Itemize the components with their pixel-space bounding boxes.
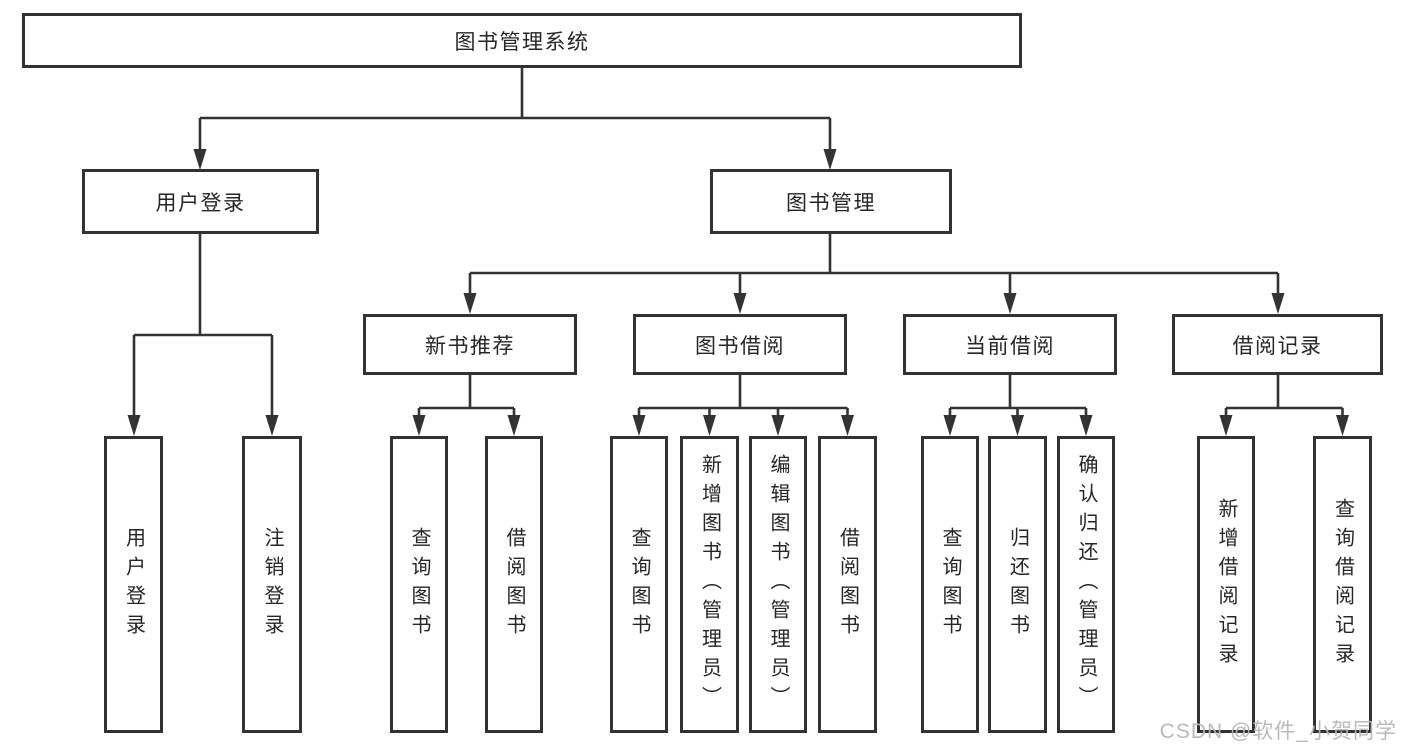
node-library-system: 图书管理系统	[22, 13, 1022, 68]
leaf-borrow-borrow-books: 借阅图书	[818, 436, 877, 733]
leaf-current-query-books-label: 查询图书	[939, 526, 961, 643]
node-new-book-recommend-label: 新书推荐	[425, 334, 515, 358]
leaf-current-confirm-return-admin: 确认归还（管理员）	[1057, 436, 1115, 733]
node-user-login: 用户登录	[82, 169, 319, 234]
leaf-recommend-query-books-label: 查询图书	[408, 526, 430, 643]
edge-root-to-level2	[193, 68, 837, 170]
leaf-borrow-add-books-admin-label: 新增图书（管理员）	[698, 454, 721, 715]
node-new-book-recommend: 新书推荐	[363, 314, 577, 375]
node-current-borrow-label: 当前借阅	[965, 334, 1055, 358]
leaf-recommend-borrow-books-label: 借阅图书	[503, 526, 525, 643]
leaf-user-login-label: 用户登录	[122, 526, 145, 643]
leaf-current-query-books: 查询图书	[921, 436, 979, 733]
node-user-login-label: 用户登录	[155, 191, 246, 215]
leaf-recommend-borrow-books: 借阅图书	[485, 436, 543, 733]
leaf-records-add-record: 新增借阅记录	[1197, 436, 1255, 733]
leaf-logout-label: 注销登录	[261, 526, 283, 643]
edge-user-login-to-leaves	[127, 234, 279, 436]
edge-new-book-recommend-to-leaves	[412, 375, 521, 436]
leaf-borrow-borrow-books-label: 借阅图书	[836, 526, 859, 643]
leaf-borrow-add-books-admin: 新增图书（管理员）	[680, 436, 739, 733]
leaf-borrow-edit-books-admin-label: 编辑图书（管理员）	[767, 454, 789, 715]
leaf-records-query-record: 查询借阅记录	[1313, 436, 1372, 733]
leaf-records-query-record-label: 查询借阅记录	[1331, 497, 1354, 672]
node-book-borrow: 图书借阅	[633, 314, 847, 375]
node-borrow-records: 借阅记录	[1172, 314, 1383, 375]
node-book-management: 图书管理	[710, 169, 952, 234]
node-borrow-records-label: 借阅记录	[1232, 334, 1323, 358]
leaf-recommend-query-books: 查询图书	[390, 436, 448, 733]
leaf-logout: 注销登录	[242, 436, 302, 733]
leaf-user-login: 用户登录	[104, 436, 163, 733]
watermark: CSDN @软件_小贺同学	[1159, 720, 1397, 743]
leaf-borrow-query-books-label: 查询图书	[628, 526, 650, 643]
node-current-borrow: 当前借阅	[903, 314, 1117, 375]
node-library-system-label: 图书管理系统	[454, 30, 590, 54]
leaf-current-confirm-return-admin-label: 确认归还（管理员）	[1075, 454, 1097, 715]
leaf-borrow-edit-books-admin: 编辑图书（管理员）	[749, 436, 807, 733]
edge-current-borrow-to-leaves	[943, 375, 1093, 436]
edge-book-borrow-to-leaves	[632, 375, 854, 436]
node-book-management-label: 图书管理	[786, 191, 876, 215]
edge-borrow-records-to-leaves	[1219, 375, 1349, 436]
leaf-current-return-books-label: 归还图书	[1006, 526, 1029, 643]
node-book-borrow-label: 图书借阅	[695, 334, 785, 358]
edge-book-management-to-level3	[463, 234, 1285, 314]
leaf-current-return-books: 归还图书	[988, 436, 1047, 733]
leaf-borrow-query-books: 查询图书	[610, 436, 668, 733]
leaf-records-add-record-label: 新增借阅记录	[1215, 497, 1237, 672]
